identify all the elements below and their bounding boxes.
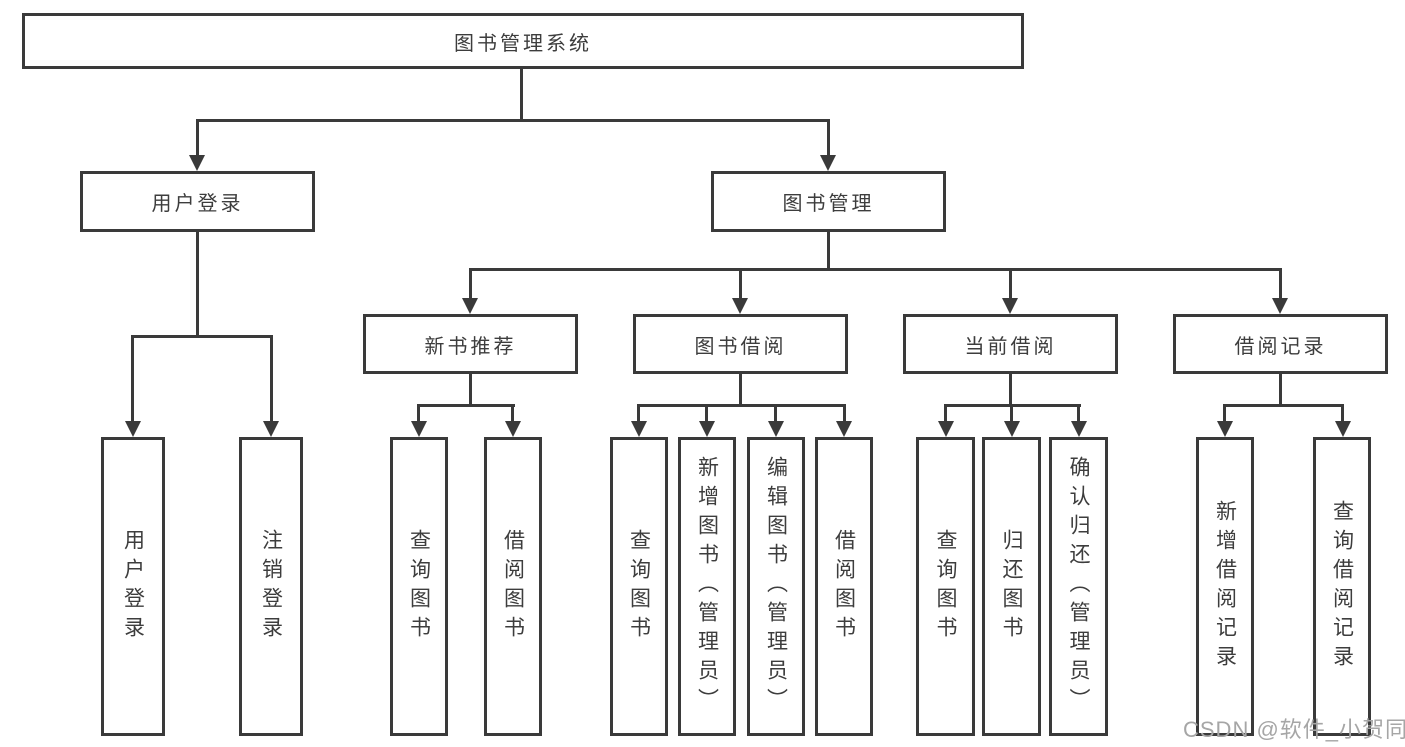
node-borrowing-records: 借阅记录	[1173, 314, 1388, 374]
arrow-down-icon	[263, 421, 279, 437]
arrow-down-icon	[836, 421, 852, 437]
connector-line	[1009, 268, 1012, 299]
leaf-borrow-books-recommend-label: 借阅图书	[501, 528, 525, 645]
leaf-edit-book-admin-label: 编辑图书（管理员）	[764, 456, 788, 717]
connector-line	[1009, 374, 1012, 407]
leaf-borrow-books-borrowing-label: 借阅图书	[832, 528, 856, 645]
connector-line	[469, 374, 472, 407]
leaf-confirm-return-admin: 确认归还（管理员）	[1049, 437, 1108, 736]
node-root: 图书管理系统	[22, 13, 1024, 69]
node-current-borrowing-label: 当前借阅	[964, 335, 1057, 358]
node-root-label: 图书管理系统	[454, 32, 592, 55]
leaf-user-login: 用户登录	[101, 437, 165, 736]
node-current-borrowing: 当前借阅	[903, 314, 1118, 374]
leaf-add-book-admin: 新增图书（管理员）	[678, 437, 736, 736]
arrow-down-icon	[189, 155, 205, 171]
connector-line	[1341, 404, 1344, 422]
connector-line	[131, 335, 273, 338]
connector-line	[739, 374, 742, 407]
leaf-query-books-current-label: 查询图书	[934, 528, 957, 645]
node-book-mgmt-label: 图书管理	[782, 193, 875, 215]
leaf-query-books-recommend: 查询图书	[390, 437, 448, 736]
leaf-borrow-books-recommend: 借阅图书	[484, 437, 542, 736]
connector-line	[1279, 268, 1282, 299]
arrow-down-icon	[938, 421, 954, 437]
leaf-query-books-borrowing-label: 查询图书	[627, 528, 651, 645]
leaf-logout: 注销登录	[239, 437, 303, 736]
connector-line	[270, 335, 273, 421]
connector-line	[1077, 404, 1080, 422]
arrow-down-icon	[768, 421, 784, 437]
connector-line	[843, 404, 846, 422]
node-new-book-recommend: 新书推荐	[363, 314, 578, 374]
arrow-down-icon	[1002, 298, 1018, 314]
connector-line	[637, 404, 640, 422]
arrow-down-icon	[1335, 421, 1351, 437]
leaf-borrow-books-borrowing: 借阅图书	[815, 437, 873, 736]
leaf-logout-label: 注销登录	[259, 528, 283, 645]
node-book-borrowing-label: 图书借阅	[694, 335, 787, 358]
connector-line	[511, 404, 514, 422]
connector-line	[417, 404, 420, 422]
node-user-login: 用户登录	[80, 171, 315, 232]
connector-line	[1279, 374, 1282, 407]
node-new-book-recommend-label: 新书推荐	[424, 335, 517, 358]
leaf-confirm-return-admin-label: 确认归还（管理员）	[1067, 456, 1090, 717]
arrow-down-icon	[1071, 421, 1087, 437]
arrow-down-icon	[699, 421, 715, 437]
connector-line	[417, 404, 515, 407]
connector-line	[520, 69, 523, 120]
node-borrowing-records-label: 借阅记录	[1234, 335, 1327, 358]
arrow-down-icon	[505, 421, 521, 437]
connector-line	[774, 404, 777, 422]
connector-line	[469, 268, 1282, 271]
leaf-query-books-current: 查询图书	[916, 437, 975, 736]
arrow-down-icon	[125, 421, 141, 437]
arrow-down-icon	[1004, 421, 1020, 437]
leaf-return-books: 归还图书	[982, 437, 1041, 736]
arrow-down-icon	[411, 421, 427, 437]
connector-line	[469, 268, 472, 299]
leaf-add-borrow-record-label: 新增借阅记录	[1213, 499, 1237, 674]
connector-line	[1223, 404, 1344, 407]
connector-line	[1223, 404, 1226, 422]
watermark: CSDN @软件_小贺同学	[1183, 717, 1405, 742]
connector-line	[739, 268, 742, 299]
arrow-down-icon	[820, 155, 836, 171]
connector-line	[131, 335, 134, 421]
arrow-down-icon	[1272, 298, 1288, 314]
leaf-query-borrow-record-label: 查询借阅记录	[1330, 499, 1354, 674]
arrow-down-icon	[732, 298, 748, 314]
connector-line	[196, 232, 199, 336]
leaf-edit-book-admin: 编辑图书（管理员）	[747, 437, 805, 736]
arrow-down-icon	[631, 421, 647, 437]
connector-line	[637, 404, 846, 407]
connector-line	[196, 119, 199, 156]
arrow-down-icon	[1217, 421, 1233, 437]
connector-line	[1010, 404, 1013, 422]
arrow-down-icon	[462, 298, 478, 314]
connector-line	[827, 119, 830, 156]
leaf-return-books-label: 归还图书	[1000, 528, 1023, 645]
connector-line	[944, 404, 947, 422]
node-book-borrowing: 图书借阅	[633, 314, 848, 374]
connector-line	[196, 119, 830, 122]
connector-line	[705, 404, 708, 422]
connector-line	[827, 232, 830, 269]
node-book-mgmt: 图书管理	[711, 171, 946, 232]
leaf-query-books-recommend-label: 查询图书	[407, 528, 431, 645]
leaf-add-borrow-record: 新增借阅记录	[1196, 437, 1254, 736]
leaf-user-login-label: 用户登录	[121, 528, 145, 645]
leaf-add-book-admin-label: 新增图书（管理员）	[695, 456, 719, 717]
leaf-query-books-borrowing: 查询图书	[610, 437, 668, 736]
leaf-query-borrow-record: 查询借阅记录	[1313, 437, 1371, 736]
node-user-login-label: 用户登录	[151, 193, 244, 215]
